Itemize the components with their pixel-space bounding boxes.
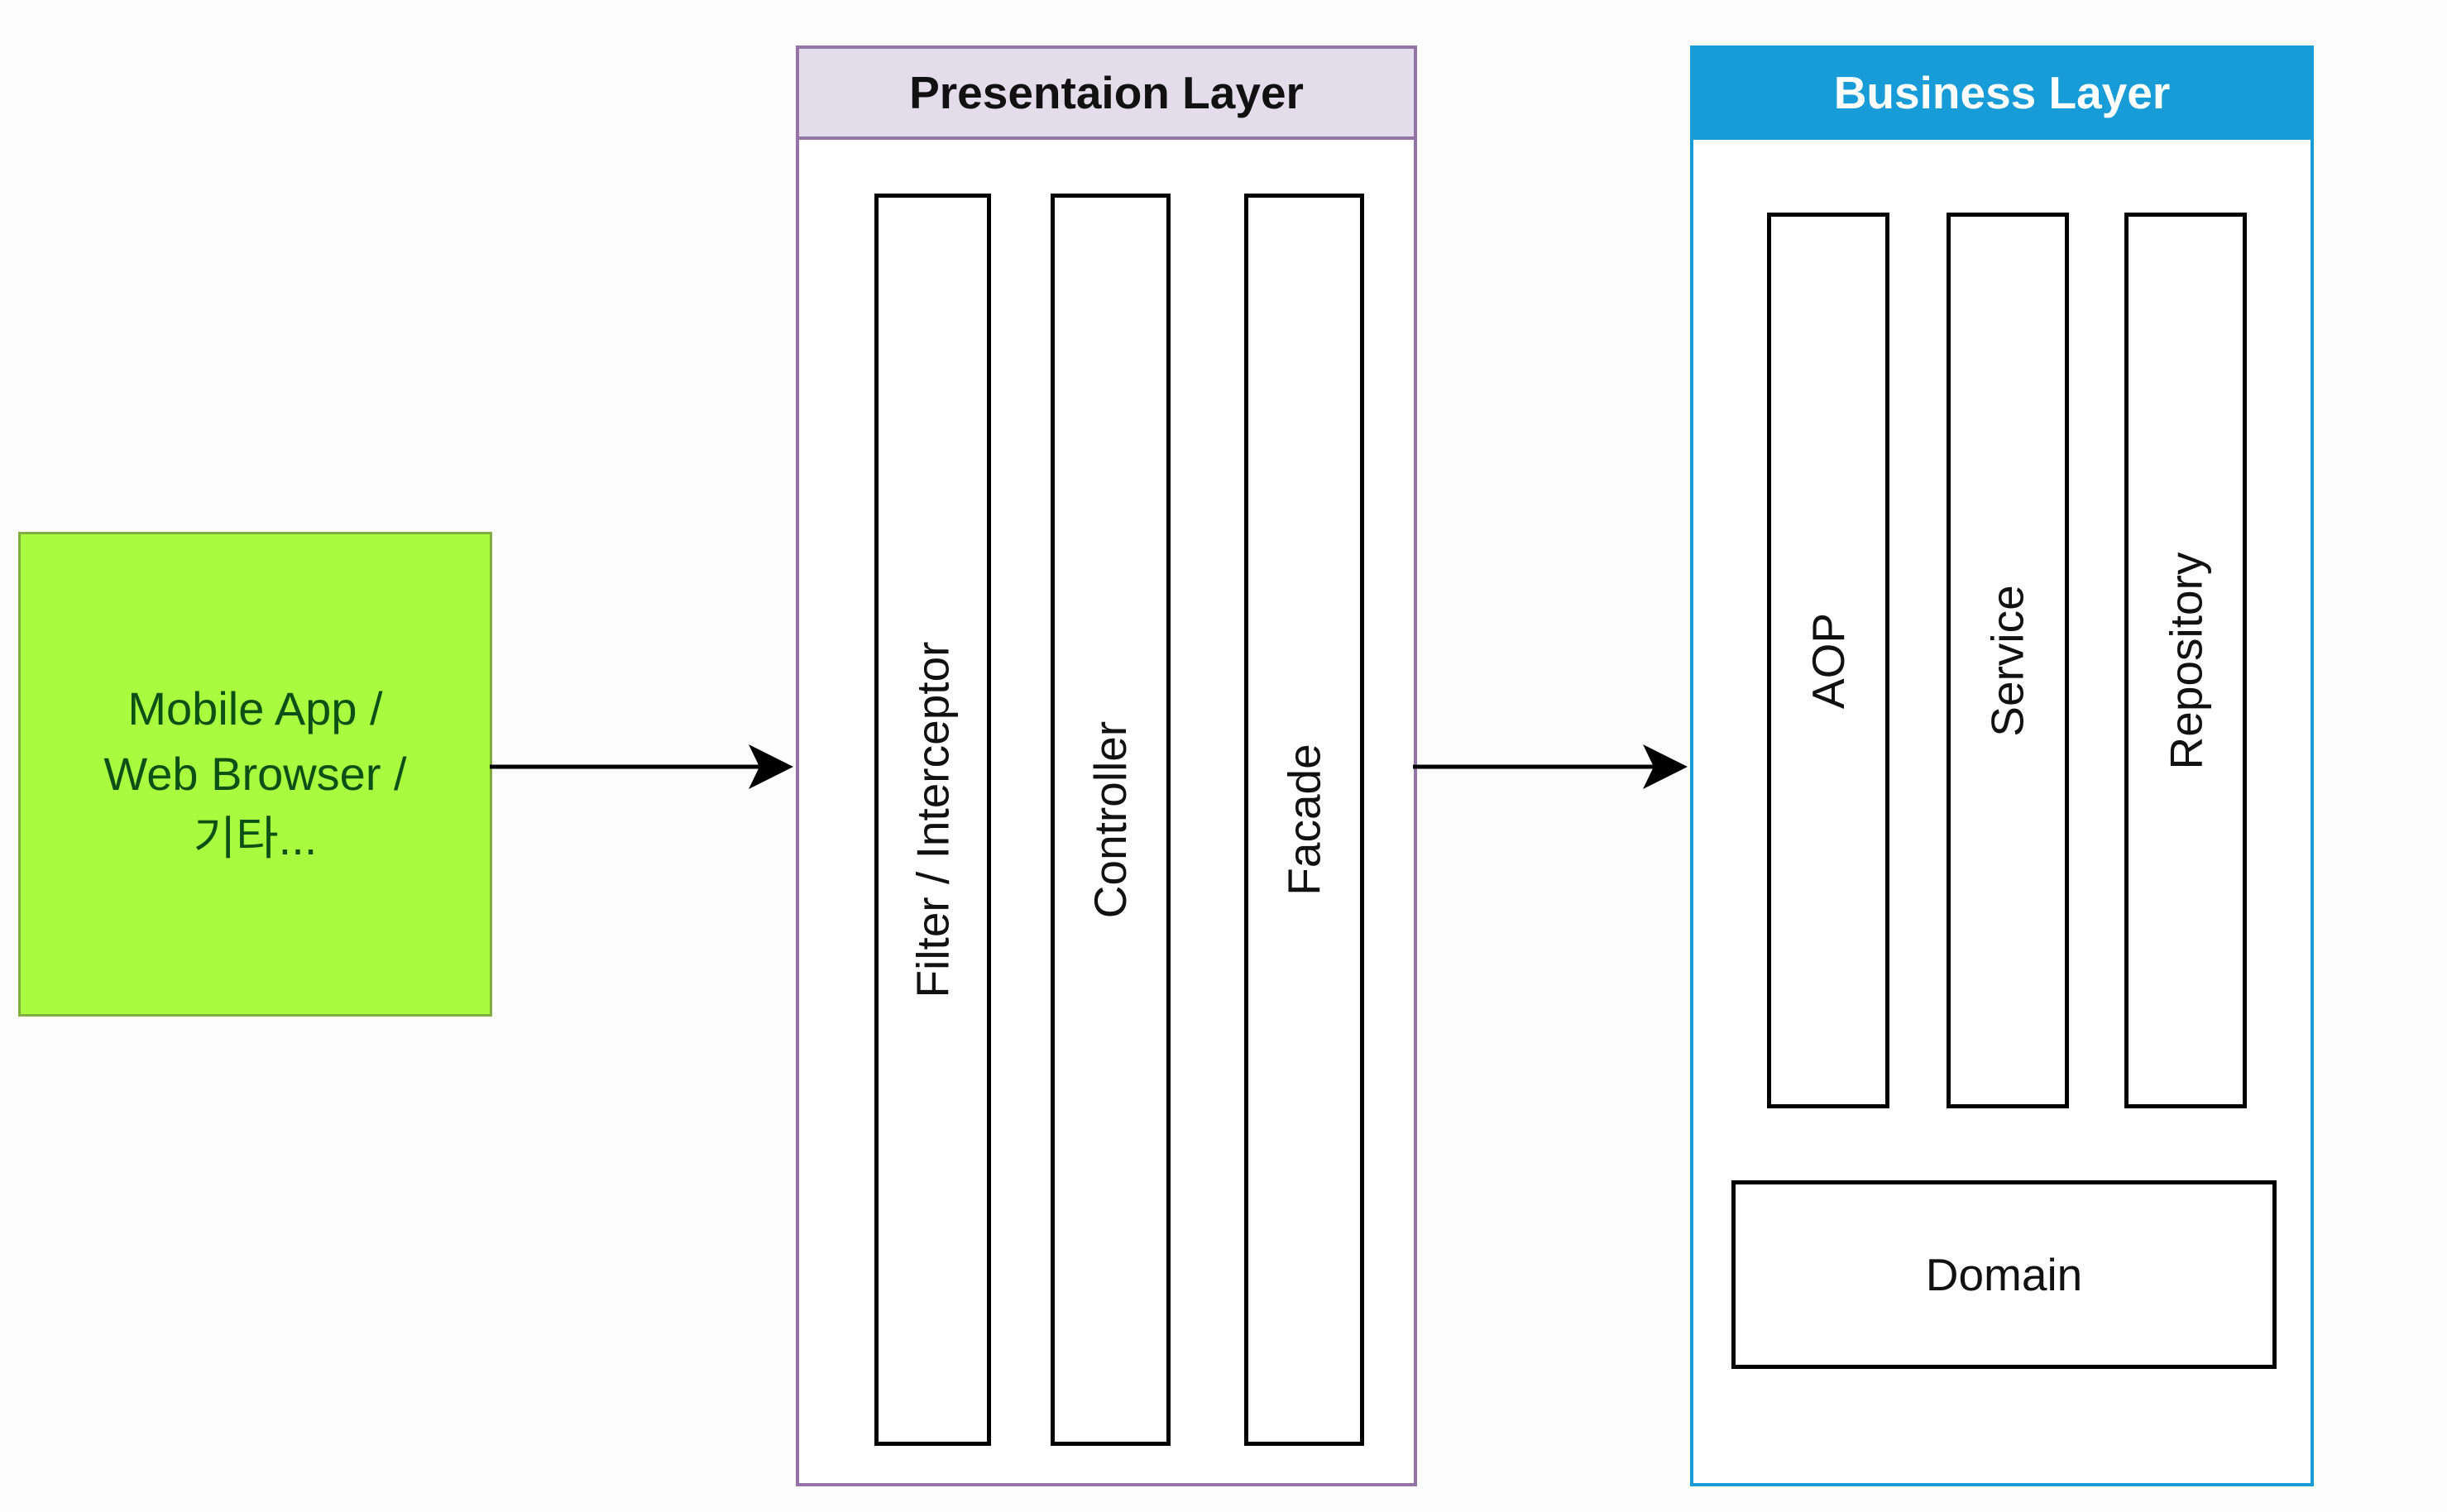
service-label: Service (1982, 584, 2033, 737)
presentation-layer-header: Presentaion Layer (799, 49, 1414, 140)
filter-interceptor-box: Filter / Interceptor (874, 194, 991, 1446)
aop-box: AOP (1767, 213, 1889, 1108)
arrow-presentation-to-business (1413, 744, 1688, 789)
client-box-line-3: 기타... (193, 812, 318, 865)
domain-label: Domain (1925, 1249, 2083, 1300)
controller-box: Controller (1051, 194, 1171, 1446)
client-box-label: Mobile App / Web Browser / 기타... (103, 677, 406, 871)
service-box: Service (1947, 213, 2069, 1108)
filter-interceptor-label: Filter / Interceptor (907, 641, 959, 998)
client-box-line-2: Web Browser / (103, 747, 407, 800)
client-box: Mobile App / Web Browser / 기타... (18, 532, 492, 1017)
business-layer-header: Business Layer (1693, 49, 2311, 140)
facade-label: Facade (1278, 744, 1330, 896)
business-layer-title: Business Layer (1833, 67, 2171, 118)
client-box-line-1: Mobile App / (127, 682, 383, 735)
repository-box: Repository (2124, 213, 2247, 1108)
business-layer-panel: Business Layer AOP Service Repository Do… (1690, 45, 2314, 1486)
presentation-layer-title: Presentaion Layer (909, 67, 1304, 118)
facade-box: Facade (1244, 194, 1364, 1446)
repository-label: Repository (2160, 552, 2212, 769)
arrow-client-to-presentation (490, 744, 793, 789)
domain-box: Domain (1731, 1180, 2277, 1369)
aop-label: AOP (1803, 612, 1854, 709)
controller-label: Controller (1085, 720, 1137, 919)
presentation-layer-panel: Presentaion Layer Filter / Interceptor C… (796, 45, 1417, 1486)
